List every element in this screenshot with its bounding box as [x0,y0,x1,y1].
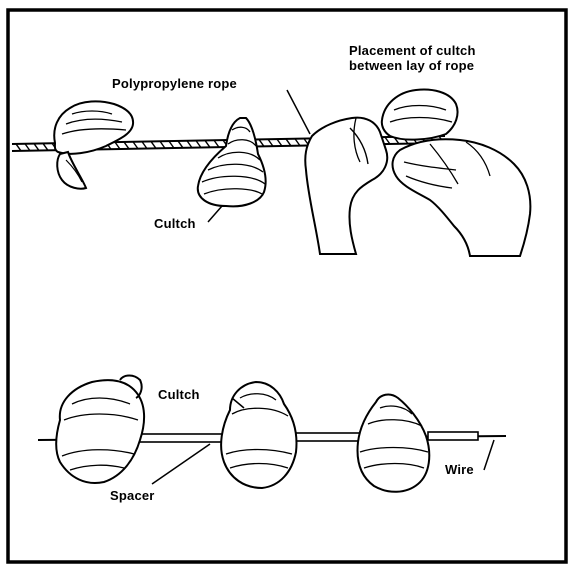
placement-label-line1: Placement of cultch [349,43,476,58]
wire-label: Wire [445,462,474,477]
cultch-label-bottom: Cultch [158,387,200,402]
cultch-label-top: Cultch [154,216,196,231]
spacer-label: Spacer [110,488,155,503]
polypropylene-rope-label: Polypropylene rope [112,76,237,91]
placement-label-line2: between lay of rope [349,58,474,73]
